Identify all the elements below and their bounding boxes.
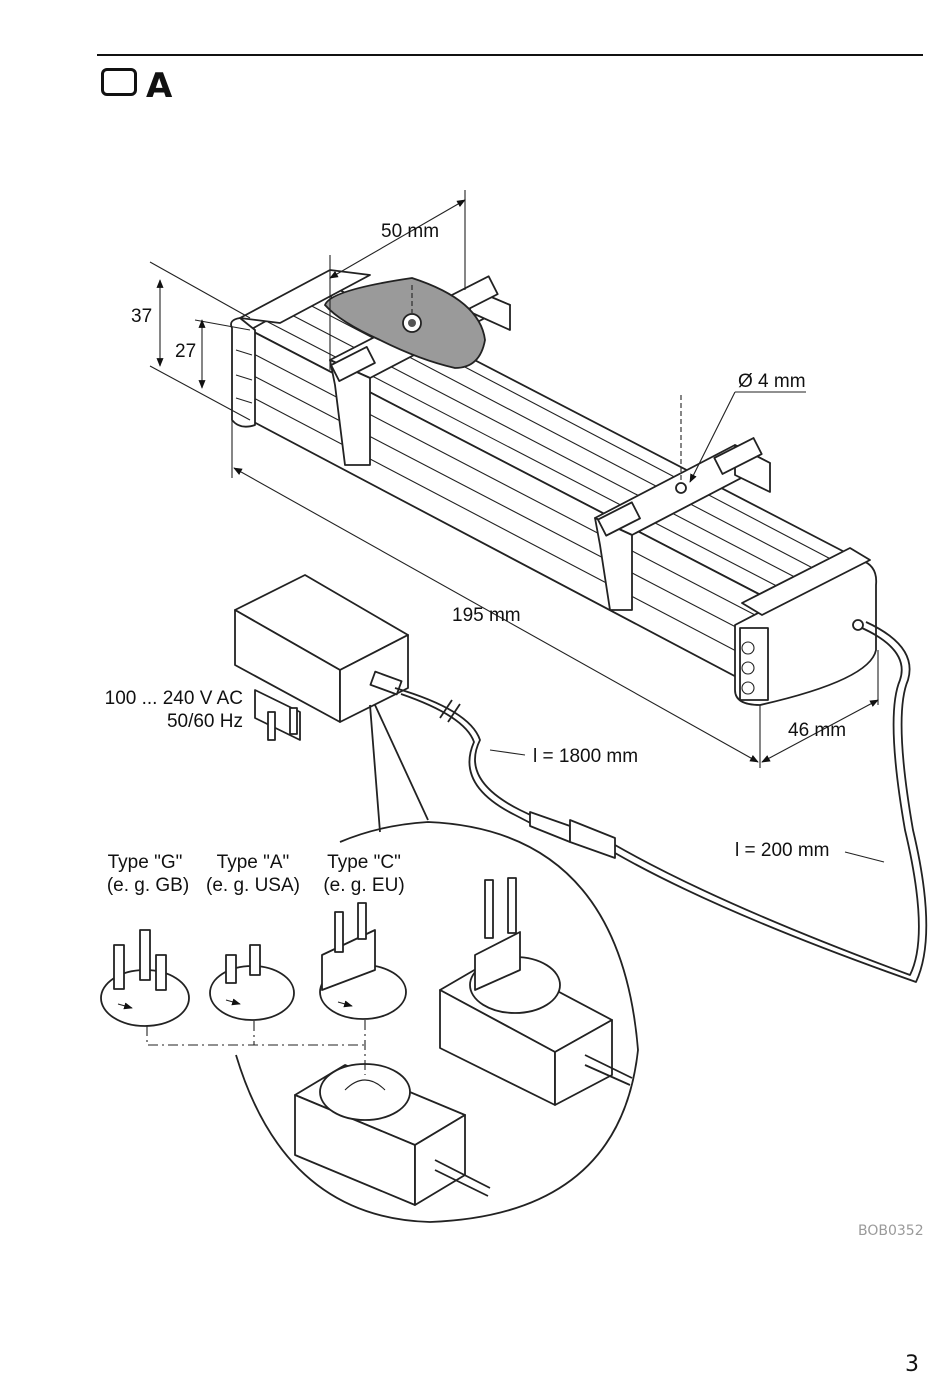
section-box-icon (101, 68, 137, 96)
clamp-plate (323, 277, 486, 369)
voltage-label: 100 ... 240 V AC (105, 688, 243, 709)
plug-a-type: Type "A" (217, 852, 290, 873)
power-adapter (234, 574, 409, 741)
plug-detail-circle (235, 704, 639, 1223)
plug-adapters (100, 902, 407, 1075)
dim-width-label: 50 mm (381, 221, 439, 242)
figure-code: BOB0352 (858, 1223, 924, 1239)
plug-c-type: Type "C" (327, 852, 401, 873)
plug-a-example: (e. g. USA) (206, 875, 300, 896)
cable-main-length-label: l = 1800 mm (533, 746, 638, 767)
plug-c-example: (e. g. EU) (323, 875, 404, 896)
header-rule (97, 54, 923, 56)
dim-hole-label: Ø 4 mm (738, 371, 806, 392)
section-letter: A (146, 66, 173, 106)
dim-length-label: 195 mm (452, 605, 521, 626)
dim-depth-label: 46 mm (788, 720, 846, 741)
dim-height-inner-label: 27 (175, 341, 196, 362)
plug-type-c (319, 902, 407, 1020)
page-number: 3 (905, 1352, 919, 1377)
plug-g-type: Type "G" (108, 852, 183, 873)
dimension-lines (149, 190, 879, 768)
plug-type-a (209, 944, 295, 1021)
cable-short-length-label: l = 200 mm (735, 840, 830, 861)
plug-type-g (100, 929, 190, 1027)
power-cable (394, 621, 928, 983)
plug-g-example: (e. g. GB) (107, 875, 189, 896)
frequency-label: 50/60 Hz (167, 711, 243, 732)
dim-height-outer-label: 37 (131, 306, 152, 327)
